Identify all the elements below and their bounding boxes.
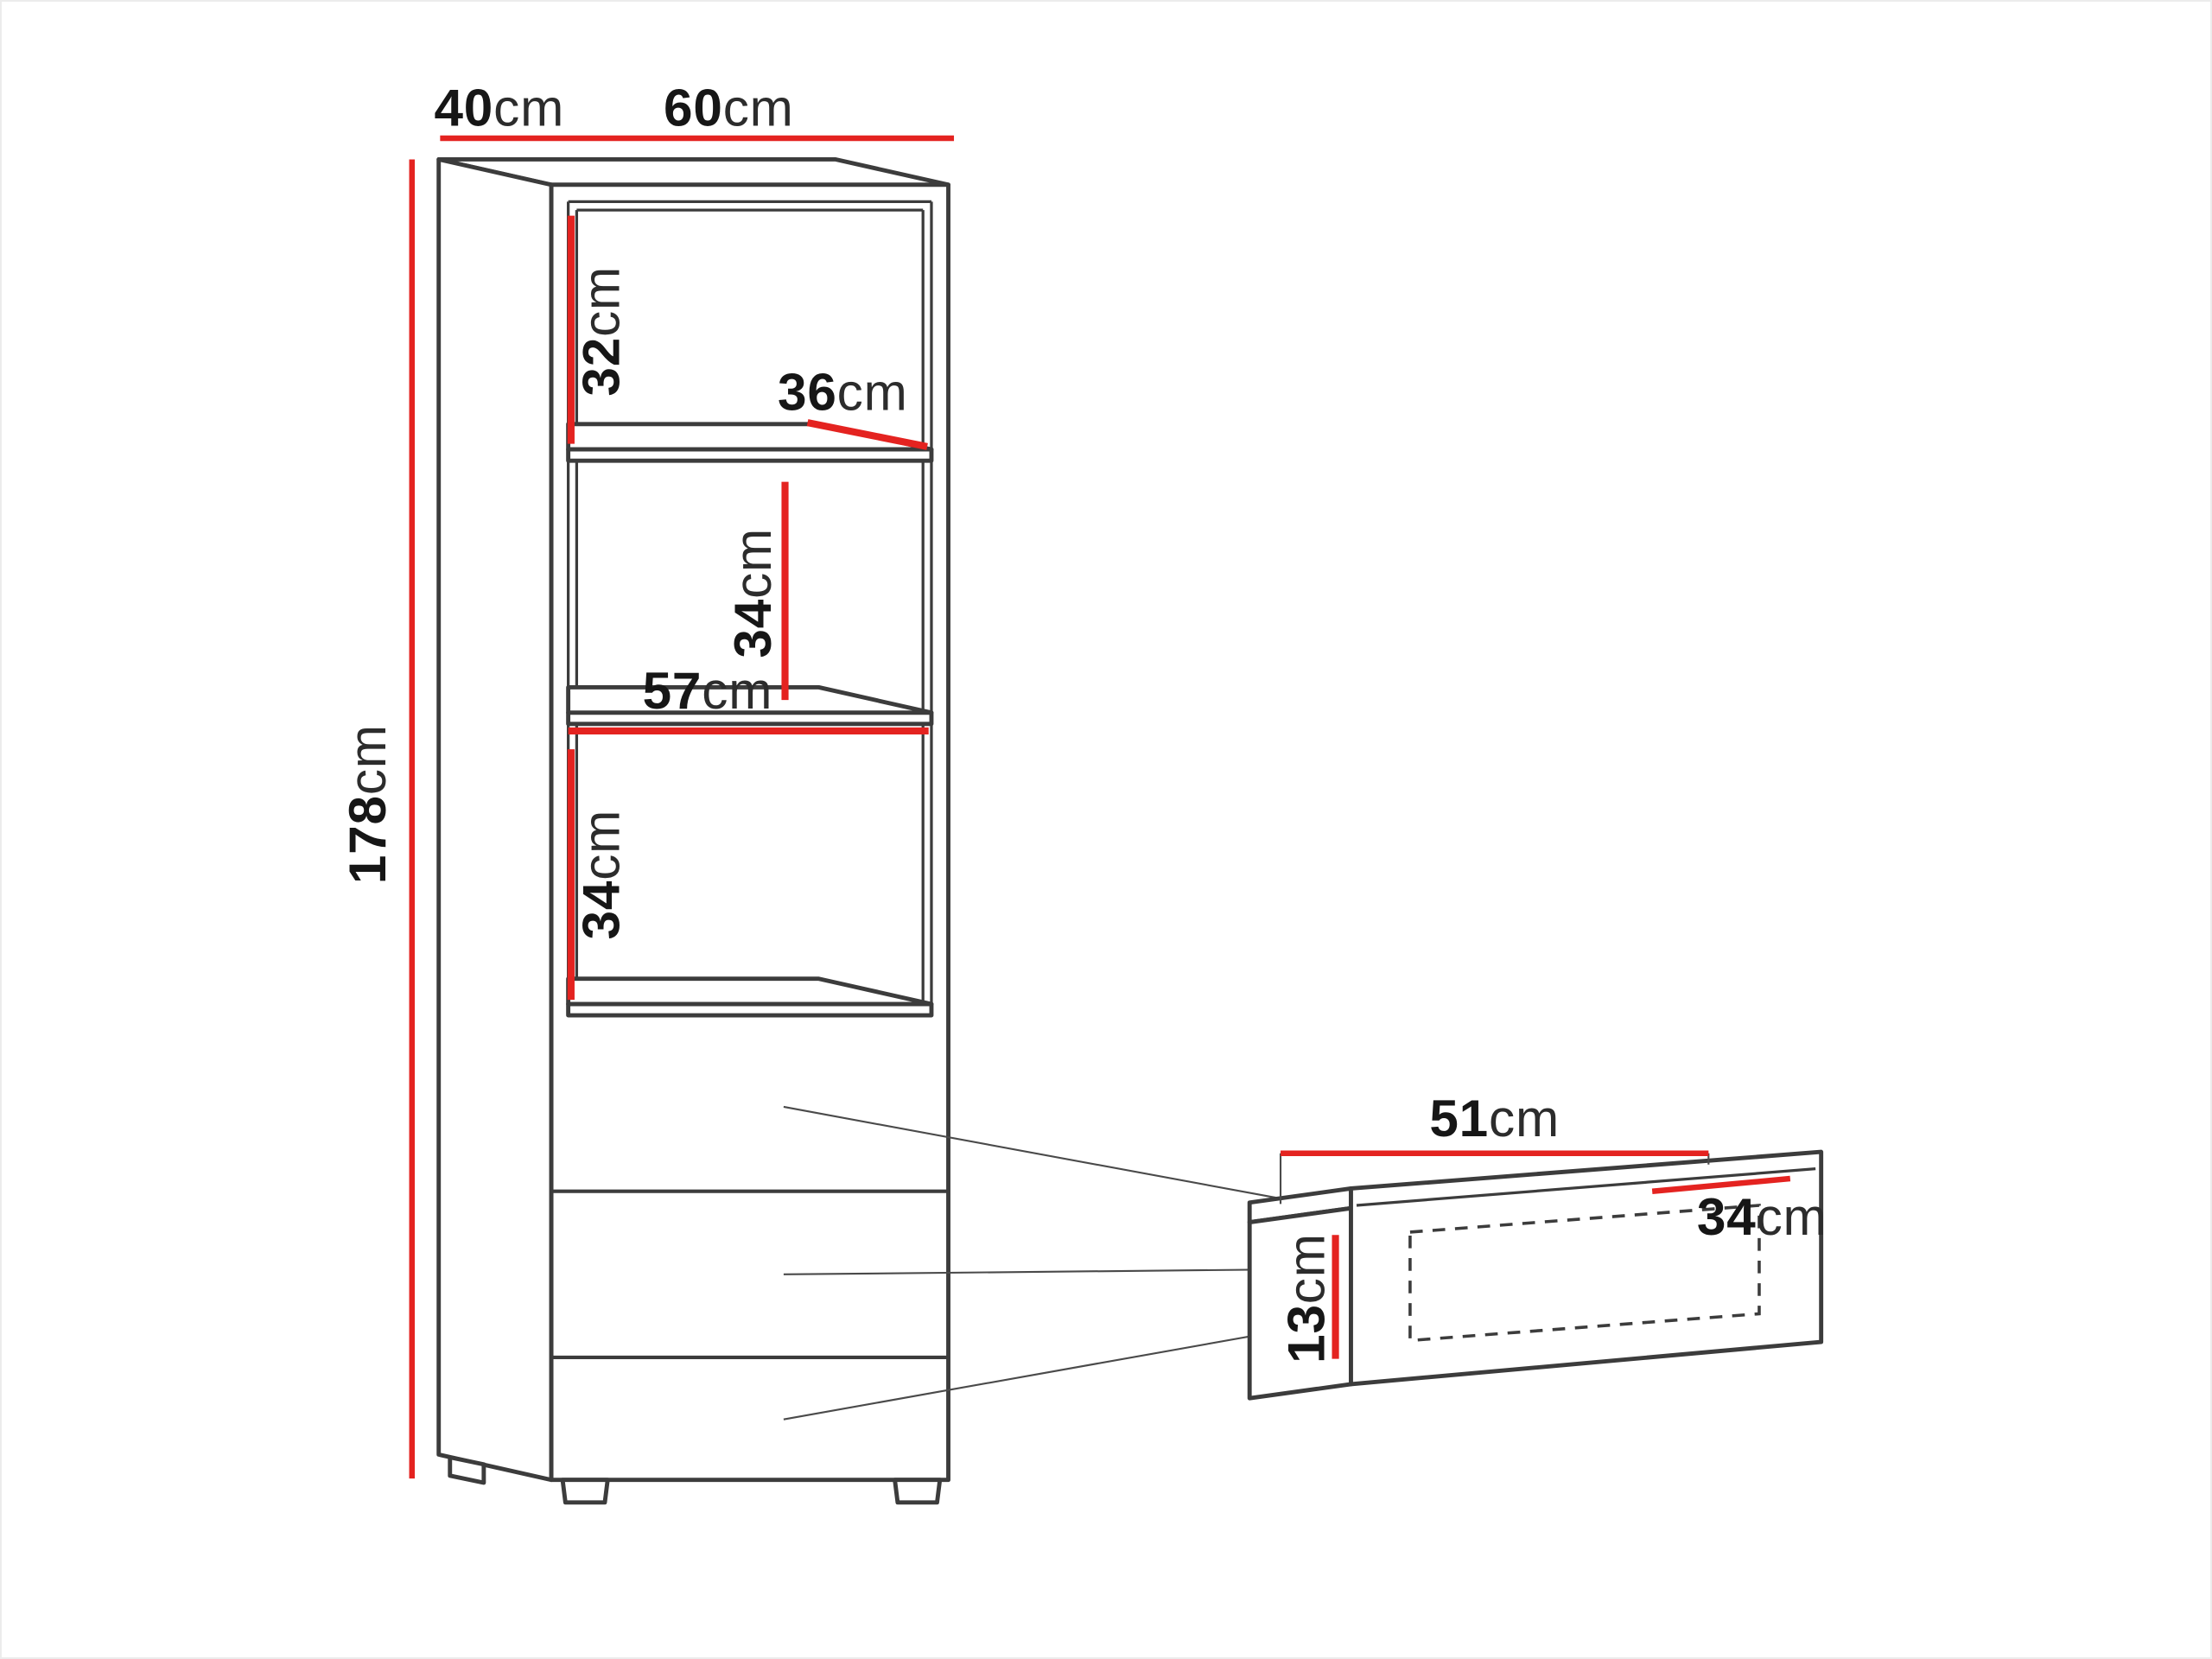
drawer-front-top-edge [1356, 1167, 1816, 1207]
label-cabinet-height: 178cm [338, 724, 397, 884]
dimension-lines [409, 135, 1791, 1479]
cabinet-foot-front-right [893, 1478, 943, 1505]
drawer-detail [1247, 1149, 1824, 1401]
cabinet-foot-side [448, 1455, 486, 1485]
label-lower-gap: 34cm [571, 810, 630, 940]
cabinet [436, 157, 950, 1505]
shelf-3-front-edge [566, 1001, 934, 1018]
label-shelf-depth: 36cm [778, 362, 908, 421]
cabinet-front-face [549, 182, 950, 1483]
label-middle-gap: 34cm [723, 528, 782, 658]
cabinet-side-face [436, 157, 554, 1483]
label-drawer-height: 13cm [1277, 1233, 1336, 1363]
label-top-gap: 32cm [571, 266, 630, 397]
label-shelf-width: 57cm [643, 661, 773, 720]
cabinet-foot-front-left [560, 1478, 610, 1505]
dim-line-shelf-depth [806, 419, 928, 450]
label-cabinet-width: 60cm [664, 78, 794, 137]
drawer-bottom-hidden-outline [1408, 1204, 1761, 1343]
dim-line-drawer-depth [1651, 1175, 1791, 1194]
dimension-labels: 40cm 60cm 178cm 32cm 36cm 34cm 57cm 34cm… [338, 78, 1827, 1363]
shelf-1-front-edge [566, 447, 934, 463]
label-drawer-depth: 34cm [1697, 1187, 1827, 1246]
shelf-2-front-edge [566, 710, 934, 727]
label-drawer-width: 51cm [1429, 1089, 1560, 1147]
label-cabinet-depth: 40cm [434, 78, 564, 137]
